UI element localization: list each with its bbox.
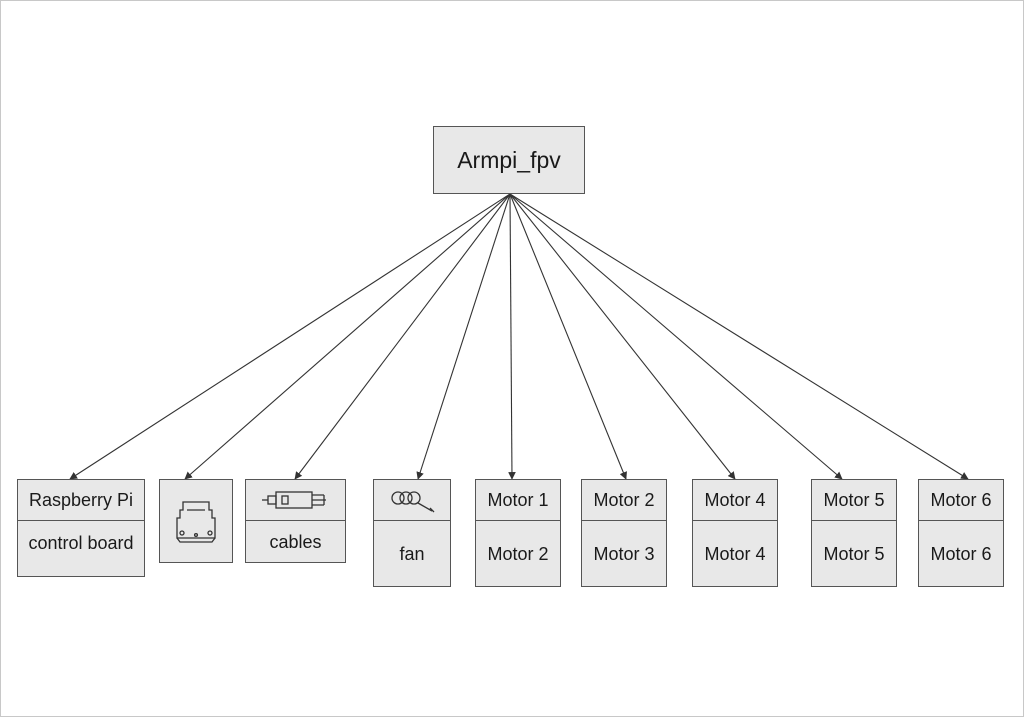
node-top-label: Motor 5 <box>812 480 896 521</box>
node-bottom-label: cables <box>269 531 322 552</box>
edge-root-to-child-0 <box>69 193 511 480</box>
node-top-label: Motor 6 <box>919 480 1003 521</box>
node-bottom-label: Motor 6 <box>930 543 992 564</box>
fan-icon-holder <box>374 480 450 521</box>
node-fan: fan <box>373 479 451 587</box>
edge-root-to-child-2 <box>294 193 511 480</box>
node-cables: cables <box>245 479 346 563</box>
node-top-label: Motor 2 <box>582 480 666 521</box>
edge-root-to-child-7 <box>509 193 843 480</box>
edge-root-to-child-3 <box>416 193 511 480</box>
connector-cable-icon <box>261 491 326 509</box>
edge-root-to-child-4 <box>508 193 516 480</box>
node-motor-2: Motor 2 Motor 3 <box>581 479 667 587</box>
node-bottom-label: Motor 3 <box>593 543 655 564</box>
fan-icon <box>391 491 435 513</box>
edge-root-to-child-1 <box>184 193 511 480</box>
node-bottom-label: Motor 5 <box>823 543 885 564</box>
edge-root-to-child-6 <box>509 193 736 480</box>
node-top-label: Motor 1 <box>476 480 560 521</box>
node-bottom-label: control board <box>28 532 134 553</box>
node-raspberry-pi: Raspberry Pi control board <box>17 479 145 577</box>
servo-bracket-icon <box>176 501 216 543</box>
node-top-label: Raspberry Pi <box>18 480 144 521</box>
root-label: Armpi_fpv <box>457 146 561 173</box>
node-motor-6: Motor 6 Motor 6 <box>918 479 1004 587</box>
cable-icon-holder <box>246 480 345 521</box>
edge-root-to-child-8 <box>509 193 969 480</box>
node-motor-1: Motor 1 Motor 2 <box>475 479 561 587</box>
node-bottom-label: Motor 4 <box>704 543 766 564</box>
node-bracket <box>159 479 233 563</box>
root-node: Armpi_fpv <box>433 126 585 194</box>
node-motor-4: Motor 4 Motor 4 <box>692 479 778 587</box>
bracket-icon-holder <box>160 480 232 562</box>
edge-root-to-child-5 <box>509 193 627 480</box>
node-motor-5: Motor 5 Motor 5 <box>811 479 897 587</box>
node-top-label: Motor 4 <box>693 480 777 521</box>
node-bottom-label: fan <box>399 543 425 564</box>
node-bottom-label: Motor 2 <box>487 543 549 564</box>
